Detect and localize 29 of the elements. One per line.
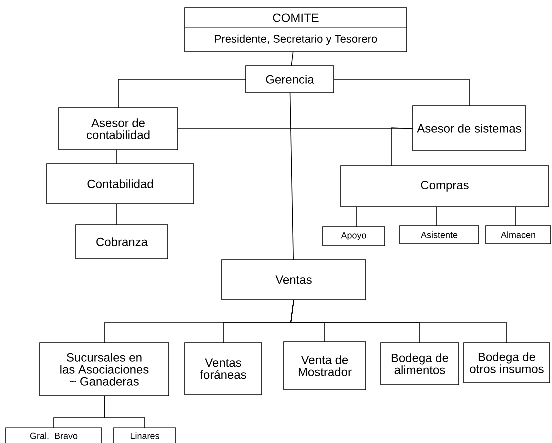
connector-line (291, 52, 294, 66)
org-box: Cobranza (76, 224, 168, 260)
org-box: Ventas (222, 260, 366, 300)
org-box: Almacen (486, 226, 552, 244)
connector-line (392, 128, 414, 166)
org-box: Venta de Mostrador (284, 342, 366, 390)
org-box: Contabilidad (46, 164, 194, 204)
org-box: Gerencia (246, 66, 334, 94)
org-box: Apoyo (322, 226, 386, 246)
org-box: Asesor de sistemas (412, 106, 526, 152)
org-box: Asistente (400, 226, 480, 244)
org-box: Gral. Bravo (6, 428, 102, 443)
org-box: Ventas foráneas (184, 342, 262, 396)
org-box: COMITE Presidente, Secretario y Tesorero (184, 8, 408, 52)
org-box: Compras (340, 166, 550, 208)
org-box: Linares (114, 428, 176, 443)
connector-line (356, 206, 358, 228)
org-box: Bodega de alimentos (380, 342, 460, 386)
org-box: Bodega de otros insumos (464, 342, 550, 384)
connector-line (104, 396, 146, 428)
connector-line (290, 300, 508, 344)
org-box: Asesor de contabilidad (58, 108, 178, 150)
connector-line (116, 204, 118, 226)
connector-line (290, 92, 294, 260)
org-box: Sucursales en las Asociaciones ~ Ganaderas (40, 342, 170, 396)
connector-line (118, 79, 246, 108)
connector-line (334, 79, 470, 106)
connector-line (116, 150, 118, 164)
connector-line (436, 206, 438, 226)
